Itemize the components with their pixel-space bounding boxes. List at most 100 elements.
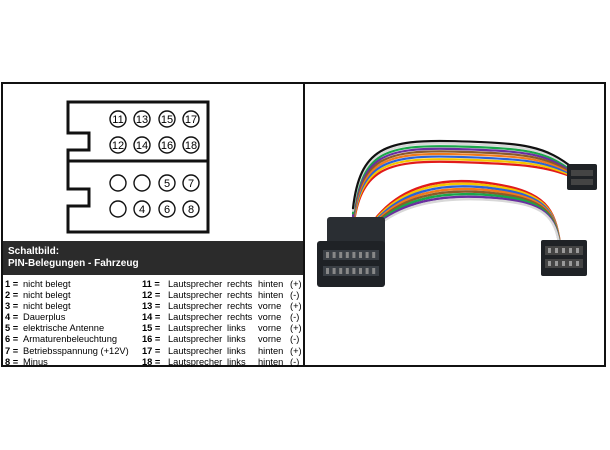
connector-pin	[562, 248, 565, 253]
wire	[351, 158, 577, 228]
pin-circle	[158, 200, 176, 218]
pin-side: rechts	[227, 279, 253, 289]
pin-label: 16	[161, 140, 173, 152]
pin-side: rechts	[227, 301, 253, 312]
pin-desc: Lautsprecher	[168, 301, 223, 312]
plug-pin	[326, 252, 329, 258]
pin-row: 8 = Minus	[5, 357, 140, 368]
pin-label: 4	[139, 204, 145, 216]
pin-circle	[109, 200, 127, 218]
connector-pin	[555, 248, 558, 253]
pin-row: 6 = Armaturenbeleuchtung	[5, 334, 140, 345]
pin-num: 11 =	[142, 279, 160, 289]
plug-top	[327, 217, 385, 247]
pin-label: 11	[112, 114, 123, 126]
plug-pin	[326, 268, 329, 274]
pin-num: 1 =	[5, 279, 19, 289]
pin-desc: Lautsprecher	[168, 323, 223, 334]
pin-num: 16 =	[142, 334, 161, 345]
radio-connector-upper	[567, 164, 597, 190]
pin-desc: Lautsprecher	[168, 334, 223, 345]
plug-pin	[345, 252, 349, 258]
pin-desc: Lautsprecher	[168, 279, 223, 289]
pin-circle	[133, 110, 151, 128]
wire	[351, 160, 577, 231]
plug-slot	[323, 266, 379, 276]
pin-side: rechts	[227, 312, 253, 323]
pin-pol: (+)	[290, 345, 302, 356]
pin-circle	[182, 200, 200, 218]
pin-circle	[182, 174, 200, 192]
plug-pin	[372, 252, 376, 258]
pin-desc: Minus	[23, 356, 48, 367]
wire	[351, 145, 577, 215]
plug-pin	[332, 252, 336, 258]
pin-circle	[133, 200, 151, 218]
connector-pin	[576, 248, 579, 253]
pin-pos: vorne	[258, 323, 282, 334]
pin-desc: Armaturenbeleuchtung	[23, 334, 118, 345]
connector-slot	[571, 179, 593, 185]
pin-desc: Lautsprecher	[168, 356, 223, 367]
pin-label: 8	[188, 204, 194, 216]
wire	[351, 152, 577, 223]
pin-desc: nicht belegt	[23, 290, 71, 301]
plug-pin	[339, 252, 343, 258]
iso-plug-large	[317, 217, 385, 287]
pin-num: 5 =	[5, 323, 19, 334]
pin-circle	[182, 110, 200, 128]
pin-circle	[109, 136, 127, 154]
plug-pin	[339, 268, 343, 274]
pin-circle	[133, 136, 151, 154]
pin-desc: Betriebsspannung (+12V)	[23, 345, 129, 356]
pin-num: 14 =	[142, 312, 161, 323]
pin-num: 8 =	[5, 356, 19, 367]
pin-pos: vorne	[258, 334, 282, 345]
wire	[363, 197, 562, 250]
pin-desc: Dauerplus	[23, 312, 66, 323]
pin-pol: (-)	[290, 356, 300, 367]
pin-label: 17	[185, 114, 197, 126]
pin-num: 13 =	[142, 301, 161, 312]
pin-num: 6 =	[5, 334, 19, 345]
pin-row: 5 =elektrische Antenne	[5, 323, 140, 334]
plug-slot	[323, 250, 379, 260]
pin-num: 15 =	[142, 323, 161, 334]
pin-circle	[158, 110, 176, 128]
wire	[351, 150, 577, 220]
wire	[351, 147, 577, 218]
pin-label: 13	[136, 114, 148, 126]
plug-body	[317, 241, 385, 287]
panel-divider	[303, 82, 305, 367]
pin-label: 18	[185, 140, 197, 152]
pin-pol: (+)	[290, 279, 302, 289]
pin-desc: Lautsprecher	[168, 345, 223, 356]
pin-side: links	[227, 356, 246, 367]
pin-label: 12	[112, 140, 124, 152]
connector-slot	[571, 170, 593, 176]
connector-pin	[569, 261, 572, 266]
connector-pin	[569, 248, 572, 253]
connector-body	[541, 240, 587, 276]
pin-desc: nicht belegt	[23, 301, 71, 312]
pin-num: 12 =	[142, 290, 161, 301]
pin-num: 2 =	[5, 290, 19, 301]
pin-label: 5	[164, 178, 170, 190]
schematic-banner: Schaltbild: PIN-Belegungen - Fahrzeug	[3, 241, 303, 275]
pin-pol: (-)	[290, 312, 300, 323]
pin-row: 3 = nicht belegt	[5, 301, 140, 312]
connector-pin	[548, 248, 551, 253]
pin-circle	[158, 136, 176, 154]
pin-label: 7	[188, 178, 194, 190]
pin-num: 3 =	[5, 301, 19, 312]
